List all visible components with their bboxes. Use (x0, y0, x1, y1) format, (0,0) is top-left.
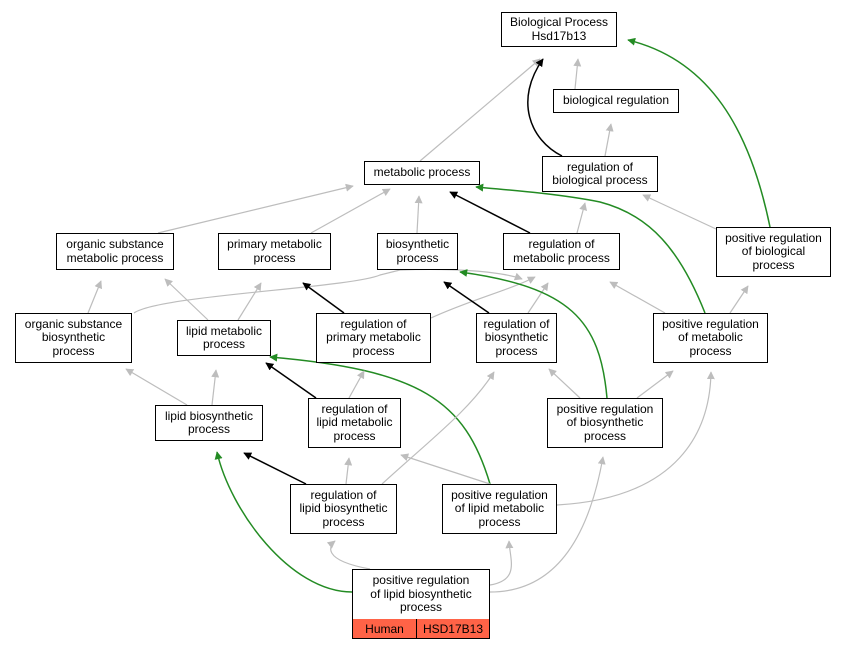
edge-black-4 (527, 58, 563, 157)
edge-gray-3 (604, 123, 614, 157)
node-lipid-metabolic-process[interactable]: lipid metabolic process (177, 320, 271, 356)
edge-gray-21 (609, 281, 666, 314)
edge-gray-27 (348, 370, 365, 399)
node-regulation-of-lipid-biosynthetic-process[interactable]: regulation of lipid biosynthetic process (290, 484, 397, 534)
node-biological-regulation[interactable]: biological regulation (553, 89, 679, 113)
edge-gray-22 (729, 285, 749, 314)
node-lipid-biosynthetic-process[interactable]: lipid biosynthetic process (155, 405, 263, 441)
gene-symbol-cell[interactable]: HSD17B13 (422, 621, 484, 636)
edge-gray-12 (87, 280, 102, 314)
edge-black-25 (265, 362, 317, 399)
edge-green-5 (627, 37, 771, 228)
node-regulation-of-primary-metabolic-process[interactable]: regulation of primary metabolic process (316, 313, 431, 363)
edge-gray-14 (164, 278, 209, 321)
node-regulation-of-biological-process[interactable]: regulation of biological process (542, 156, 658, 192)
edge-gray-35 (556, 371, 715, 506)
edge-gray-13 (133, 268, 523, 314)
edge-green-28 (459, 269, 608, 399)
edge-gray-36 (489, 456, 606, 593)
node-regulation-of-lipid-metabolic-process[interactable]: regulation of lipid metabolic process (308, 398, 401, 448)
node-biological-process-root[interactable]: Biological Process Hsd17b13 (501, 12, 617, 47)
edge-black-31 (243, 452, 307, 485)
edge-gray-6 (157, 183, 354, 234)
node-positive-regulation-of-lipid-biosynthetic-process[interactable]: positive regulation of lipid biosyntheti… (352, 569, 490, 619)
node-regulation-of-biosynthetic-process[interactable]: regulation of biosynthetic process (476, 313, 557, 363)
edge-gray-19 (527, 282, 549, 314)
node-metabolic-process[interactable]: metabolic process (364, 161, 480, 185)
node-biosynthetic-process[interactable]: biosynthetic process (377, 233, 458, 270)
edge-gray-23 (125, 368, 188, 406)
edge-gray-32 (344, 457, 353, 485)
node-primary-metabolic-process[interactable]: primary metabolic process (218, 233, 331, 270)
node-organic-substance-biosynthetic-process[interactable]: organic substance biosynthetic process (15, 313, 132, 363)
edge-green-26 (269, 353, 491, 485)
edge-gray-39 (489, 540, 514, 586)
edge-black-9 (449, 191, 531, 234)
edge-gray-24 (211, 369, 220, 406)
edge-gray-8 (414, 195, 423, 234)
edge-gray-11 (642, 194, 717, 230)
edge-black-16 (302, 282, 345, 314)
edge-gray-38 (326, 540, 371, 570)
node-regulation-of-metabolic-process[interactable]: regulation of metabolic process (503, 233, 620, 270)
node-positive-regulation-of-lipid-metabolic-process[interactable]: positive regulation of lipid metabolic p… (442, 484, 557, 534)
edge-gray-1 (573, 58, 582, 90)
node-positive-regulation-of-metabolic-process[interactable]: positive regulation of metabolic process (653, 313, 768, 363)
edge-green-20 (475, 183, 706, 314)
edge-gray-10 (576, 202, 588, 234)
gene-annotation-row: Human HSD17B13 (352, 619, 490, 639)
edge-gray-33 (381, 371, 495, 485)
node-positive-regulation-of-biological-process[interactable]: positive regulation of biological proces… (716, 227, 831, 277)
edge-black-18 (443, 281, 490, 314)
edge-gray-30 (636, 370, 674, 399)
node-organic-substance-metabolic-process[interactable]: organic substance metabolic process (56, 233, 174, 270)
edge-gray-34 (400, 453, 491, 485)
node-positive-regulation-of-biosynthetic-process[interactable]: positive regulation of biosynthetic proc… (547, 398, 663, 448)
edge-gray-7 (310, 188, 391, 234)
edge-gray-15 (237, 282, 262, 321)
edge-green-37 (214, 451, 353, 593)
edge-gray-2 (419, 58, 541, 162)
edge-gray-29 (548, 368, 581, 399)
edge-gray-17 (430, 276, 536, 319)
species-cell[interactable]: Human (353, 619, 417, 638)
